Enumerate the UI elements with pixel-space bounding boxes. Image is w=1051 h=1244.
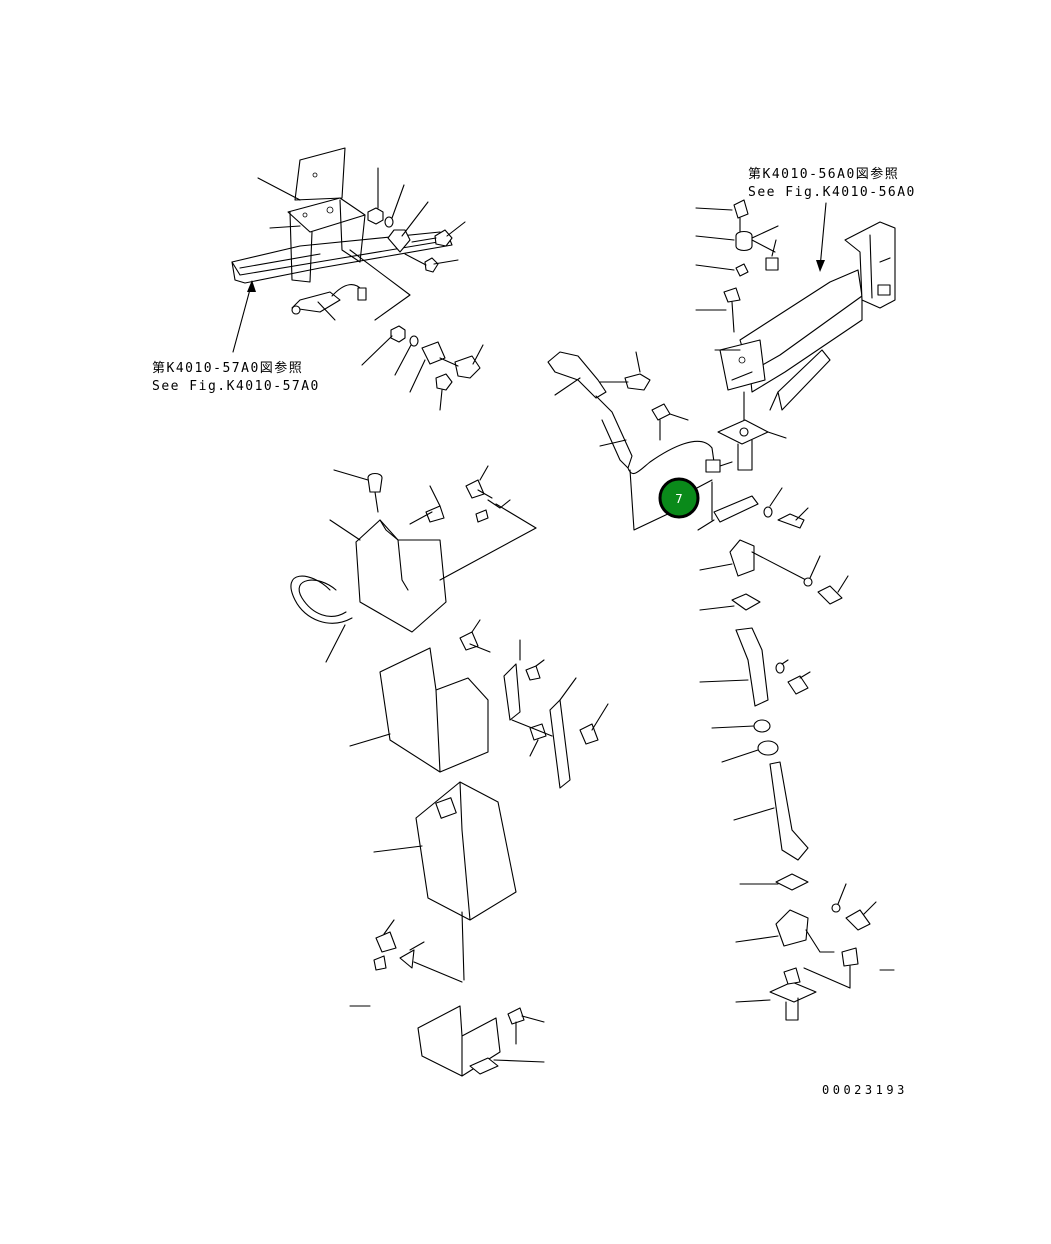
callout-marker-7[interactable]: 7 [658,477,713,519]
reference-jp-left: 第K4010-57A0図参照 [152,360,303,376]
reference-en-right: See Fig.K4010-56A0 [748,185,916,200]
cover-middle [349,619,609,789]
callout-number: 7 [675,492,683,506]
steering-linkage-column [697,481,895,1021]
cover-lower [349,781,517,1007]
drawing-code: 00023193 [822,1083,908,1097]
bottom-plate [417,1005,545,1077]
upper-left-bracket-assembly [231,147,484,411]
upper-right-frame-assembly [695,199,896,471]
callout-circle [658,477,700,519]
reference-note-left: 第K4010-57A0図参照 See Fig.K4010-57A0 [152,360,320,394]
reference-en-left: See Fig.K4010-57A0 [152,379,320,394]
reference-jp-right: 第K4010-56A0図参照 [748,166,899,182]
cover-upper [290,465,537,663]
control-lever-assembly [547,351,733,531]
reference-note-right: 第K4010-56A0図参照 See Fig.K4010-56A0 [748,166,916,200]
